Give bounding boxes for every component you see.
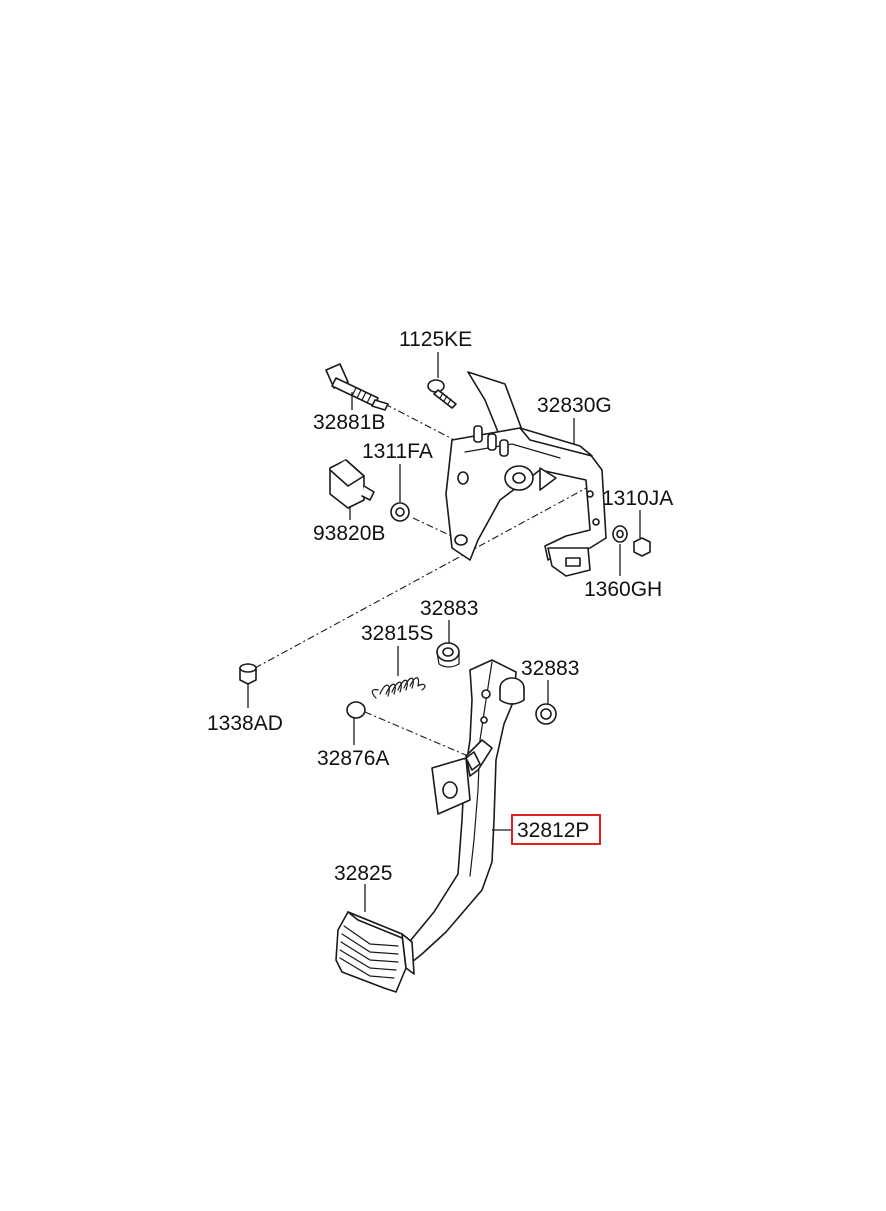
stopper-32876A <box>346 701 366 719</box>
washer-1360GH <box>612 525 628 543</box>
label-32825[interactable]: 32825 <box>334 862 392 885</box>
bolt-32881B <box>325 363 389 411</box>
pedal-arm-32812P <box>397 659 525 963</box>
label-32883-upper[interactable]: 32883 <box>420 597 478 620</box>
pedal-bracket-32830G <box>445 371 607 577</box>
bushing-32883-upper <box>436 642 460 668</box>
label-1338AD[interactable]: 1338AD <box>207 712 283 735</box>
highlight-box-32812P <box>511 814 601 845</box>
label-32876A[interactable]: 32876A <box>317 747 389 770</box>
assembly-dash-lines <box>254 403 591 757</box>
pedal-pad-32825 <box>335 911 415 993</box>
label-1360GH[interactable]: 1360GH <box>584 578 662 601</box>
label-32881B[interactable]: 32881B <box>313 411 385 434</box>
nut-1311FA <box>390 502 410 522</box>
nut-1310JA <box>633 537 651 557</box>
spring-32815S <box>371 677 426 699</box>
label-32815S[interactable]: 32815S <box>361 622 433 645</box>
label-1125KE[interactable]: 1125KE <box>399 328 472 351</box>
label-1311FA[interactable]: 1311FA <box>362 440 433 463</box>
switch-93820B <box>329 459 375 509</box>
bushing-32883-right <box>535 703 557 725</box>
label-93820B[interactable]: 93820B <box>313 522 385 545</box>
label-32812P[interactable]: 32812P <box>517 819 589 842</box>
screw-1125KE <box>427 379 457 409</box>
part-number-labels: 1125KE 32881B 32830G 1311FA 1310JA 93820… <box>207 328 673 885</box>
label-32830G[interactable]: 32830G <box>537 394 612 417</box>
label-32883-right[interactable]: 32883 <box>521 657 579 680</box>
leader-lines <box>247 352 641 912</box>
nut-1338AD <box>239 663 257 685</box>
label-1310JA[interactable]: 1310JA <box>602 487 673 510</box>
